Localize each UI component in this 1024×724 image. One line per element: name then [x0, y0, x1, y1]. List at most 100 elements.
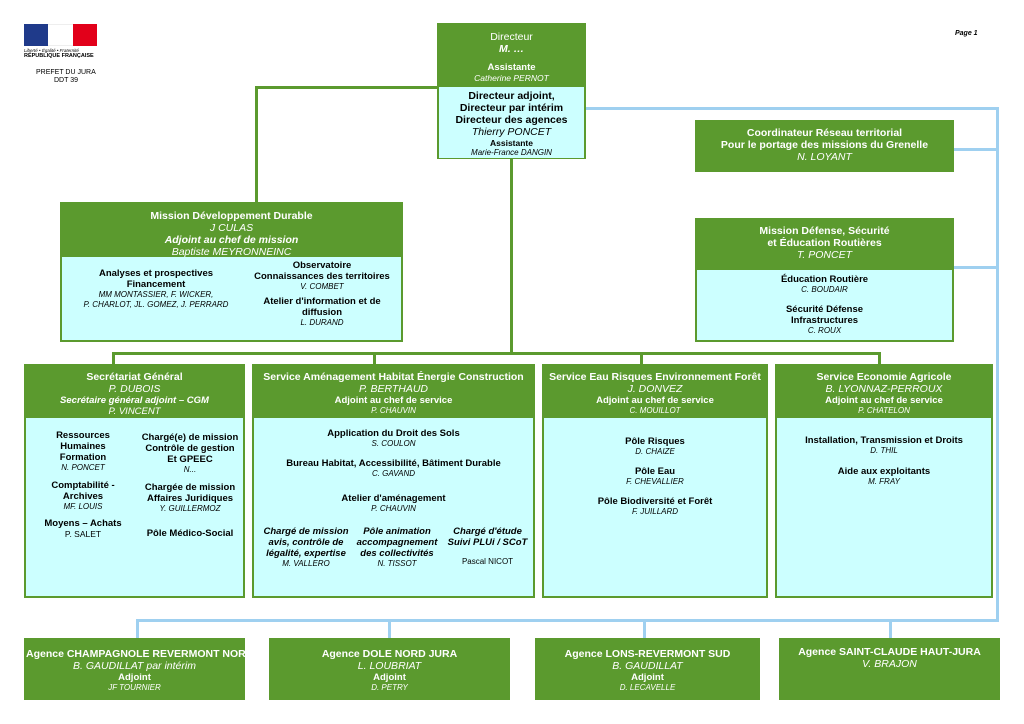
- connaissances-label: Connaissances des territoires: [254, 271, 390, 282]
- sahec-header: Service Aménagement Habitat Énergie Cons…: [254, 366, 533, 418]
- pole-medico-social: Pôle Médico-Social: [146, 528, 234, 539]
- sahec-title: Service Aménagement Habitat Énergie Cons…: [263, 371, 524, 383]
- connector-line: [952, 148, 998, 151]
- compta-label-2: Archives: [62, 491, 104, 502]
- sea-adj-label: Adjoint au chef de service: [825, 395, 943, 406]
- secretariat-header: Secrétariat Général P. DUBOIS Secrétaire…: [26, 366, 243, 418]
- agence-box: Agence DOLE NORD JURA L. LOUBRIAT Adjoin…: [269, 638, 510, 700]
- sea-box: Service Economie Agricole B. LYONNAZ-PER…: [775, 364, 993, 598]
- sahec-col-2: Pôle animation accompagnement des collec…: [347, 526, 447, 569]
- mission-defense-body: Éducation Routière C. BOUDAIR Sécurité D…: [697, 270, 952, 336]
- serf-adj-name: C. MOUILLOT: [629, 406, 681, 415]
- connector-line: [640, 352, 643, 366]
- aj-label-2: Affaires Juridiques: [146, 493, 234, 504]
- analyses-label: Analyses et prospectives: [98, 268, 214, 279]
- serf-title: Service Eau Risques Environnement Forêt: [549, 371, 761, 383]
- agence-title: Agence CHAMPAGNOLE REVERMONT NORD: [26, 648, 254, 660]
- connector-line: [136, 619, 999, 622]
- cm-name: N...: [183, 465, 197, 474]
- agence-adj-name: D. PETRY: [371, 683, 408, 692]
- agence-adj-label: Adjoint: [373, 672, 406, 683]
- connector-line: [112, 352, 115, 366]
- bureau-habitat-label: Bureau Habitat, Accessibilité, Bâtiment …: [286, 458, 501, 469]
- connector-line: [996, 107, 999, 621]
- agence-adj-label: Adjoint: [631, 672, 664, 683]
- sahec-name: P. BERTHAUD: [358, 383, 429, 395]
- assistante-label: Assistante: [487, 62, 536, 73]
- pole-risques-name: D. CHAIZE: [635, 447, 675, 456]
- agence-title: Agence SAINT-CLAUDE HAUT-JURA: [798, 646, 981, 658]
- agence-box: Agence CHAMPAGNOLE REVERMONT NORD B. GAU…: [24, 638, 254, 700]
- adjoint-line2: Directeur par intérim: [459, 102, 564, 114]
- mission-dd-box: Mission Développement Durable J CULAS Ad…: [60, 202, 403, 342]
- aj-label-1: Chargée de mission: [144, 482, 236, 493]
- financement-label: Financement: [126, 279, 186, 290]
- logo: Liberté • Égalité • Fraternité RÉPUBLIQU…: [24, 24, 99, 59]
- directeur-name: M. …: [498, 43, 525, 55]
- connector-line: [584, 107, 999, 110]
- serf-box: Service Eau Risques Environnement Forêt …: [542, 364, 768, 598]
- charge-etude-name: Pascal NICOT: [461, 557, 514, 566]
- mission-defense-line1: Mission Défense, Sécurité: [759, 225, 890, 237]
- directeur-box: Directeur M. … Assistante Catherine PERN…: [437, 23, 586, 159]
- mission-defense-box: Mission Défense, Sécurité et Éducation R…: [695, 218, 954, 342]
- sahec-adj-name: P. CHAUVIN: [371, 406, 416, 415]
- serf-body: Pôle Risques D. CHAIZE Pôle Eau F. CHEVA…: [544, 418, 766, 517]
- mission-dd-name: J CULAS: [209, 222, 254, 234]
- connector-line: [388, 619, 391, 641]
- adjoint-line1: Directeur adjoint,: [468, 90, 555, 102]
- agence-box: Agence LONS-REVERMONT SUD B. GAUDILLAT A…: [535, 638, 760, 700]
- sg-col-right: Chargé(e) de mission Contrôle de gestion…: [136, 432, 244, 539]
- diffusion-label: diffusion: [301, 307, 343, 318]
- cm-avis-name: M. VALLERO: [282, 559, 330, 568]
- directeur-title: Directeur: [490, 31, 533, 43]
- aide-exploitants-label: Aide aux exploitants: [837, 466, 931, 477]
- cm-label-3: Et GPEEC: [167, 454, 213, 465]
- atelier-amenagement-name: P. CHAUVIN: [371, 504, 416, 513]
- mission-defense-line2: et Éducation Routières: [767, 237, 882, 249]
- sea-header: Service Economie Agricole B. LYONNAZ-PER…: [777, 366, 991, 418]
- connector-line: [878, 352, 881, 366]
- logo-motto: Liberté • Égalité • Fraternité: [24, 48, 79, 53]
- connector-line: [136, 619, 139, 641]
- installation-label: Installation, Transmission et Droits: [805, 435, 963, 446]
- secretariat-box: Secrétariat Général P. DUBOIS Secrétaire…: [24, 364, 245, 598]
- mission-dd-left: Analyses et prospectives Financement MM …: [66, 268, 246, 310]
- sahec-body: Application du Droit des Sols S. COULON …: [254, 418, 533, 514]
- connector-line: [889, 619, 892, 641]
- connector-line: [373, 352, 376, 366]
- rh-label-2: Humaines: [60, 441, 106, 452]
- coordinateur-name: N. LOYANT: [797, 151, 852, 163]
- adjoint-assistante-name: Marie-France DANGIN: [471, 148, 552, 157]
- sahec-col-3: Chargé d'étude Suivi PLUi / SCoT Pascal …: [440, 526, 535, 567]
- pole-risques-label: Pôle Risques: [625, 436, 685, 447]
- page-number: Page 1: [955, 30, 978, 37]
- marianne-flag: [24, 24, 97, 46]
- secretariat-adj-label: Secrétaire général adjoint – CGM: [60, 395, 209, 406]
- agence-adj-name: D. LECAVELLE: [619, 683, 676, 692]
- charge-etude-label-2: Suivi PLUi / SCoT: [447, 537, 528, 548]
- analyses-names-1: MM MONTASSIER, F. WICKER,: [98, 290, 214, 299]
- moyens-label: Moyens – Achats: [44, 518, 122, 529]
- agence-title: Agence LONS-REVERMONT SUD: [564, 648, 731, 660]
- agence-name: V. BRAJON: [862, 658, 917, 670]
- connector-line: [510, 157, 513, 354]
- pole-biodiversite-name: F. JUILLARD: [631, 507, 679, 516]
- rh-name: N. PONCET: [61, 463, 105, 472]
- pole-animation-label-2: accompagnement: [356, 537, 438, 548]
- coordinateur-line1: Coordinateur Réseau territorial: [746, 127, 903, 139]
- cm-avis-label-3: légalité, expertise: [266, 548, 346, 559]
- infrastructures-label: Infrastructures: [790, 315, 859, 326]
- securite-defense-name: C. ROUX: [807, 326, 842, 335]
- mission-dd-title: Mission Développement Durable: [150, 210, 313, 222]
- agence-name: B. GAUDILLAT: [612, 660, 683, 672]
- sea-adj-name: P. CHATELON: [858, 406, 910, 415]
- coordinateur-box: Coordinateur Réseau territorial Pour le …: [695, 120, 954, 172]
- serf-adj-label: Adjoint au chef de service: [596, 395, 714, 406]
- connector-line: [255, 86, 258, 204]
- atelier-label: Atelier d'information et de: [263, 296, 381, 307]
- directeur-header: Directeur M. … Assistante Catherine PERN…: [439, 25, 584, 87]
- connector-line: [112, 352, 881, 355]
- charge-etude-label-1: Chargé d'étude: [453, 526, 522, 537]
- analyses-names-2: P. CHARLOT, JL. GOMEZ, J. PERRARD: [83, 300, 229, 309]
